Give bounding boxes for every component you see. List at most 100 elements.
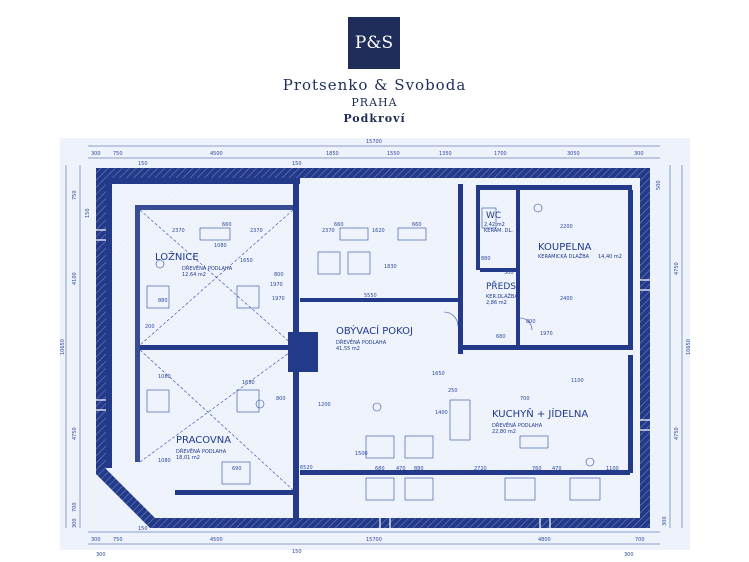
dim-int-12: 1620 (372, 228, 385, 234)
room-pracovna-name: PRACOVNA (176, 435, 231, 446)
dim-top-sub-1: 150 (292, 161, 302, 167)
dim-bottom-0: 300 (91, 537, 101, 543)
dim-top-6: 1700 (494, 151, 507, 157)
room-predsin-area: 2,86 m2 (486, 300, 507, 306)
dim-int-5: 880 (158, 298, 168, 304)
dim-top-3: 1850 (326, 151, 339, 157)
dim-int-24: 1400 (435, 410, 448, 416)
dim-int-22: 1650 (432, 371, 445, 377)
dim-int-0: 2370 (172, 228, 185, 234)
dim-left-0: 750 (72, 190, 78, 200)
dim-bottom-6: 300 (624, 552, 634, 558)
dim-int-30: 1200 (318, 402, 331, 408)
dim-int-19: 1970 (540, 331, 553, 337)
dim-int-21: 680 (496, 334, 506, 340)
city-name: PRAHA (351, 96, 398, 109)
dim-int-11: 660 (334, 222, 344, 228)
dim-int-23: 250 (448, 388, 458, 394)
room-predsin-floor: KER.DLAŽBA (486, 292, 518, 300)
dim-left-total: 10650 (60, 339, 66, 355)
dimension-lines (65, 145, 683, 545)
room-wc: WC 2,42 m2 KERAM. DL. (484, 211, 513, 234)
room-loznice: LOŽNICE DŘEVĚNÁ PODLAHA 12,64 m2 (155, 250, 233, 278)
dim-int-7: 1080 (158, 374, 171, 380)
room-wc-area: 2,42 m2 (484, 222, 505, 228)
dim-int-38: 1970 (272, 296, 285, 302)
room-wc-name: WC (486, 211, 501, 221)
room-koupelna-floor: KERAMICKÁ DLAŽBA (538, 252, 590, 260)
room-kuchyn-name: KUCHYŇ + JÍDELNA (492, 407, 588, 420)
dim-int-3: 1080 (214, 243, 227, 249)
dim-int-25: 1100 (606, 466, 619, 472)
dim-int-39: 1100 (571, 378, 584, 384)
dim-left-3: 4750 (72, 427, 78, 440)
room-pracovna-area: 18,01 m2 (176, 455, 200, 461)
room-predsin: PŘEDS. KER.DLAŽBA 2,86 m2 (486, 281, 519, 306)
dim-int-10: 2370 (322, 228, 335, 234)
company-name: Protsenko & Svoboda (282, 76, 467, 94)
dim-bottom-5: 300 (96, 552, 106, 558)
floor-name: Podkroví (343, 112, 406, 125)
dim-int-4: 1970 (270, 282, 283, 288)
inner-walls (106, 178, 633, 522)
dim-int-15: 5550 (364, 293, 377, 299)
dim-int-14: 1830 (384, 264, 397, 270)
dim-int-34: 470 (552, 466, 562, 472)
dim-int-42: 500 (504, 270, 514, 276)
top-dimensions: 15700 300 750 4500 1850 1550 1350 1700 3… (91, 139, 644, 167)
dim-left-2: 4100 (72, 272, 78, 285)
dim-right-1: 4750 (674, 262, 680, 275)
fixtures (139, 203, 601, 501)
room-obyvaci-name: OBÝVACÍ POKOJ (336, 324, 413, 337)
window-marks (96, 229, 650, 528)
company-logo: P&S (348, 17, 400, 69)
interior-dimensions: 2370 660 2370 1080 1970 880 200 1080 165… (145, 222, 619, 472)
dim-bottom-total: 15700 (366, 537, 382, 543)
dim-top-2: 4500 (210, 151, 223, 157)
room-loznice-area: 12,64 m2 (182, 272, 206, 278)
room-koupelna-name: KOUPELNA (538, 242, 592, 253)
room-obyvaci-area: 41,55 m2 (336, 346, 360, 352)
bottom-dimensions: 300 750 4500 15700 4800 700 300 300 150 … (91, 526, 645, 558)
dim-bottom-3: 4800 (538, 537, 551, 543)
room-kuchyn-floor: DŘEVĚNÁ PODLAHA (492, 421, 543, 429)
dim-left-4: 700 (72, 502, 78, 512)
room-koupelna-area: 14,40 m2 (598, 254, 622, 260)
room-wc-floor: KERAM. DL. (484, 228, 513, 234)
dim-int-28: 470 (396, 466, 406, 472)
dim-int-41: 800 (274, 272, 284, 278)
room-koupelna: KOUPELNA KERAMICKÁ DLAŽBA 14,40 m2 (538, 242, 622, 260)
dim-right-total: 10650 (686, 339, 692, 355)
dim-bottom-2: 4500 (210, 537, 223, 543)
dim-right-2: 4750 (674, 427, 680, 440)
dim-int-33: 760 (532, 466, 542, 472)
room-kuchyn: KUCHYŇ + JÍDELNA DŘEVĚNÁ PODLAHA 22,80 m… (492, 407, 588, 435)
dim-bottom-4: 700 (635, 537, 645, 543)
dim-left-5: 300 (72, 518, 78, 528)
room-obyvaci-floor: DŘEVĚNÁ PODLAHA (336, 338, 387, 346)
room-predsin-name: PŘEDS. (486, 281, 519, 292)
dim-int-40: 700 (520, 396, 530, 402)
dim-bottom-1: 750 (113, 537, 123, 543)
room-pracovna-floor: DŘEVĚNÁ PODLAHA (176, 447, 227, 455)
room-pracovna: PRACOVNA DŘEVĚNÁ PODLAHA 18,01 m2 (176, 435, 231, 461)
right-dimensions: 500 4750 10650 4750 300 (656, 180, 692, 526)
dim-int-27: 680 (375, 466, 385, 472)
dim-int-29: 880 (414, 466, 424, 472)
dim-int-8: 1650 (242, 380, 255, 386)
outer-walls (96, 168, 650, 528)
dim-left-1: 150 (85, 208, 91, 218)
room-kuchyn-area: 22,80 m2 (492, 429, 516, 435)
logo-text: P&S (354, 33, 394, 53)
room-obyvaci: OBÝVACÍ POKOJ DŘEVĚNÁ PODLAHA 41,55 m2 (336, 324, 413, 352)
dim-int-20: 2400 (560, 296, 573, 302)
dim-right-3: 300 (662, 516, 668, 526)
left-dimensions: 750 150 4100 10650 4750 700 300 (60, 190, 91, 528)
dim-int-6: 200 (145, 324, 155, 330)
dim-int-17: 880 (481, 256, 491, 262)
dim-top-8: 300 (634, 151, 644, 157)
dim-top-4: 1550 (387, 151, 400, 157)
dim-top-total: 15700 (366, 139, 382, 145)
dim-top-0: 300 (91, 151, 101, 157)
